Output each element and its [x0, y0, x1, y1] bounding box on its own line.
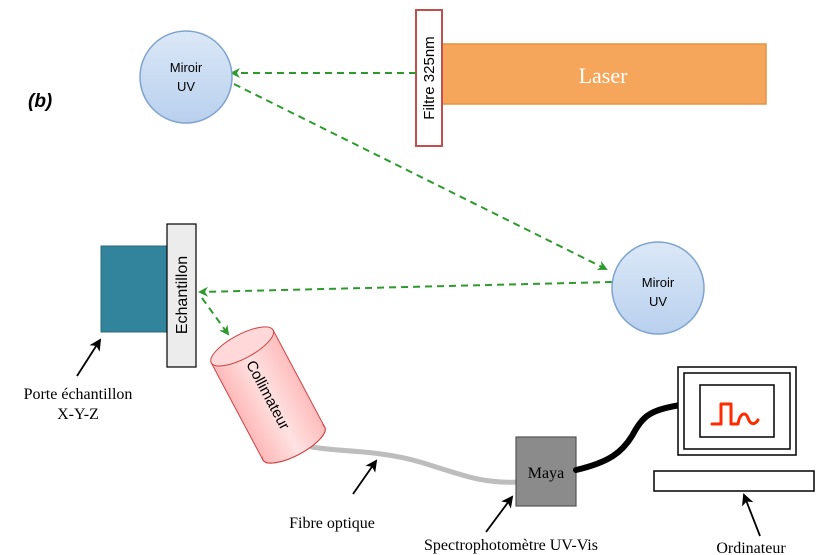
mirror-bottom: Miroir UV	[611, 241, 705, 335]
laser-source: Laser	[439, 43, 767, 105]
mirror-top: Miroir UV	[139, 30, 233, 124]
filter-label: Filtre 325nm	[421, 36, 438, 119]
mirror-top-line1: Miroir	[170, 60, 203, 75]
spectro-arrow	[485, 495, 514, 533]
holder-label-line2: X-Y-Z	[57, 406, 99, 423]
data-cable	[573, 401, 689, 473]
collimator: Collimateur	[210, 326, 326, 464]
mirror-top-line2: UV	[177, 79, 195, 94]
computer-base	[653, 470, 815, 492]
fiber-cable	[309, 444, 523, 485]
spectro-caption: Spectrophotomètre UV-Vis	[424, 537, 598, 554]
computer-monitor	[677, 366, 797, 456]
beam-mirror-bottom-to-sample	[198, 281, 613, 297]
fiber-arrow	[352, 459, 378, 495]
spectro-box-label: Maya	[528, 465, 564, 482]
spectrophotometer-box: Maya	[515, 436, 577, 507]
mirror-bottom-line2: UV	[649, 294, 667, 309]
beam-mirror-top-to-mirror-bottom	[233, 83, 608, 270]
laser-label: Laser	[579, 63, 629, 88]
computer-label: Ordinateur	[716, 540, 786, 555]
holder-label-line1: Porte échantillon	[24, 386, 133, 403]
sample-label: Echantillon	[174, 256, 191, 334]
fiber-label: Fibre optique	[289, 515, 375, 532]
mirror-bottom-line1: Miroir	[642, 275, 675, 290]
sample-strip: Echantillon	[166, 223, 197, 368]
computer-arrow	[742, 493, 761, 537]
sample-holder-block	[100, 245, 168, 333]
filter-325nm: Filtre 325nm	[415, 9, 443, 147]
panel-label: (b)	[28, 91, 52, 112]
holder-arrow	[76, 338, 102, 377]
signal-trace	[710, 402, 760, 426]
beam-sample-to-collimator	[201, 297, 230, 336]
